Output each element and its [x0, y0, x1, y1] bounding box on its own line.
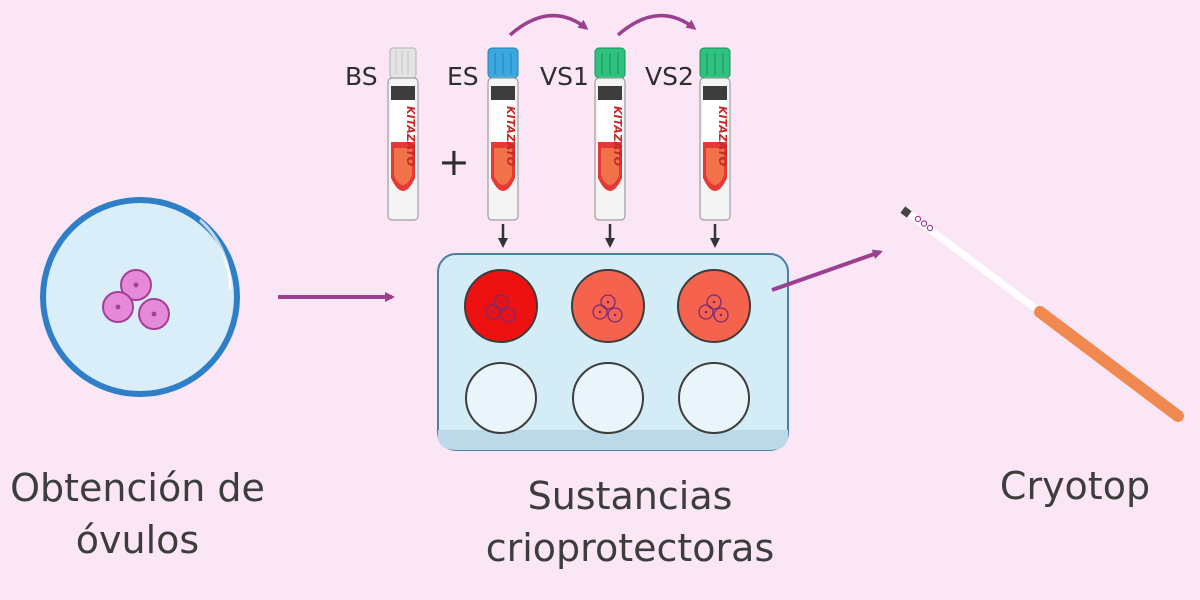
caption-line: Sustancias	[527, 474, 733, 518]
well-vs1	[571, 269, 645, 343]
caption-line: Obtención de	[10, 466, 265, 510]
test-tube-bs: KITAZATO	[387, 47, 419, 221]
empty-well	[465, 362, 537, 434]
tube-label-bs: BS	[345, 62, 378, 91]
test-tube-vs2: KITAZATO	[699, 47, 731, 221]
well-vs2	[677, 269, 751, 343]
arrow-icon	[771, 249, 883, 292]
test-tube-vs1: KITAZATO	[594, 47, 626, 221]
tube-label-vs1: VS1	[540, 62, 589, 91]
curved-arrow-icon	[616, 13, 697, 37]
svg-text:KITAZATO: KITAZATO	[404, 106, 417, 166]
test-tube-es: KITAZATO	[487, 47, 519, 221]
caption-obtencion-de-ovulos: Obtención de óvulos	[0, 462, 275, 566]
caption-line: Cryotop	[999, 464, 1151, 508]
caption-cryotop: Cryotop	[985, 460, 1165, 512]
caption-line: óvulos	[75, 518, 200, 562]
svg-text:KITAZATO: KITAZATO	[504, 106, 517, 166]
curved-arrow-icon	[508, 13, 589, 37]
svg-text:KITAZATO: KITAZATO	[611, 106, 624, 166]
empty-well	[678, 362, 750, 434]
empty-well	[572, 362, 644, 434]
plus-sign: +	[438, 140, 470, 184]
well-bs-es	[464, 269, 538, 343]
tube-label-vs2: VS2	[645, 62, 694, 91]
tube-label-es: ES	[447, 62, 479, 91]
cryotop-icon	[900, 206, 1184, 422]
caption-sustancias-crioprotectoras: Sustancias crioprotectoras	[460, 470, 800, 574]
svg-text:KITAZATO: KITAZATO	[716, 106, 729, 166]
caption-line: crioprotectoras	[485, 526, 775, 570]
well-plate-icon	[437, 253, 789, 451]
